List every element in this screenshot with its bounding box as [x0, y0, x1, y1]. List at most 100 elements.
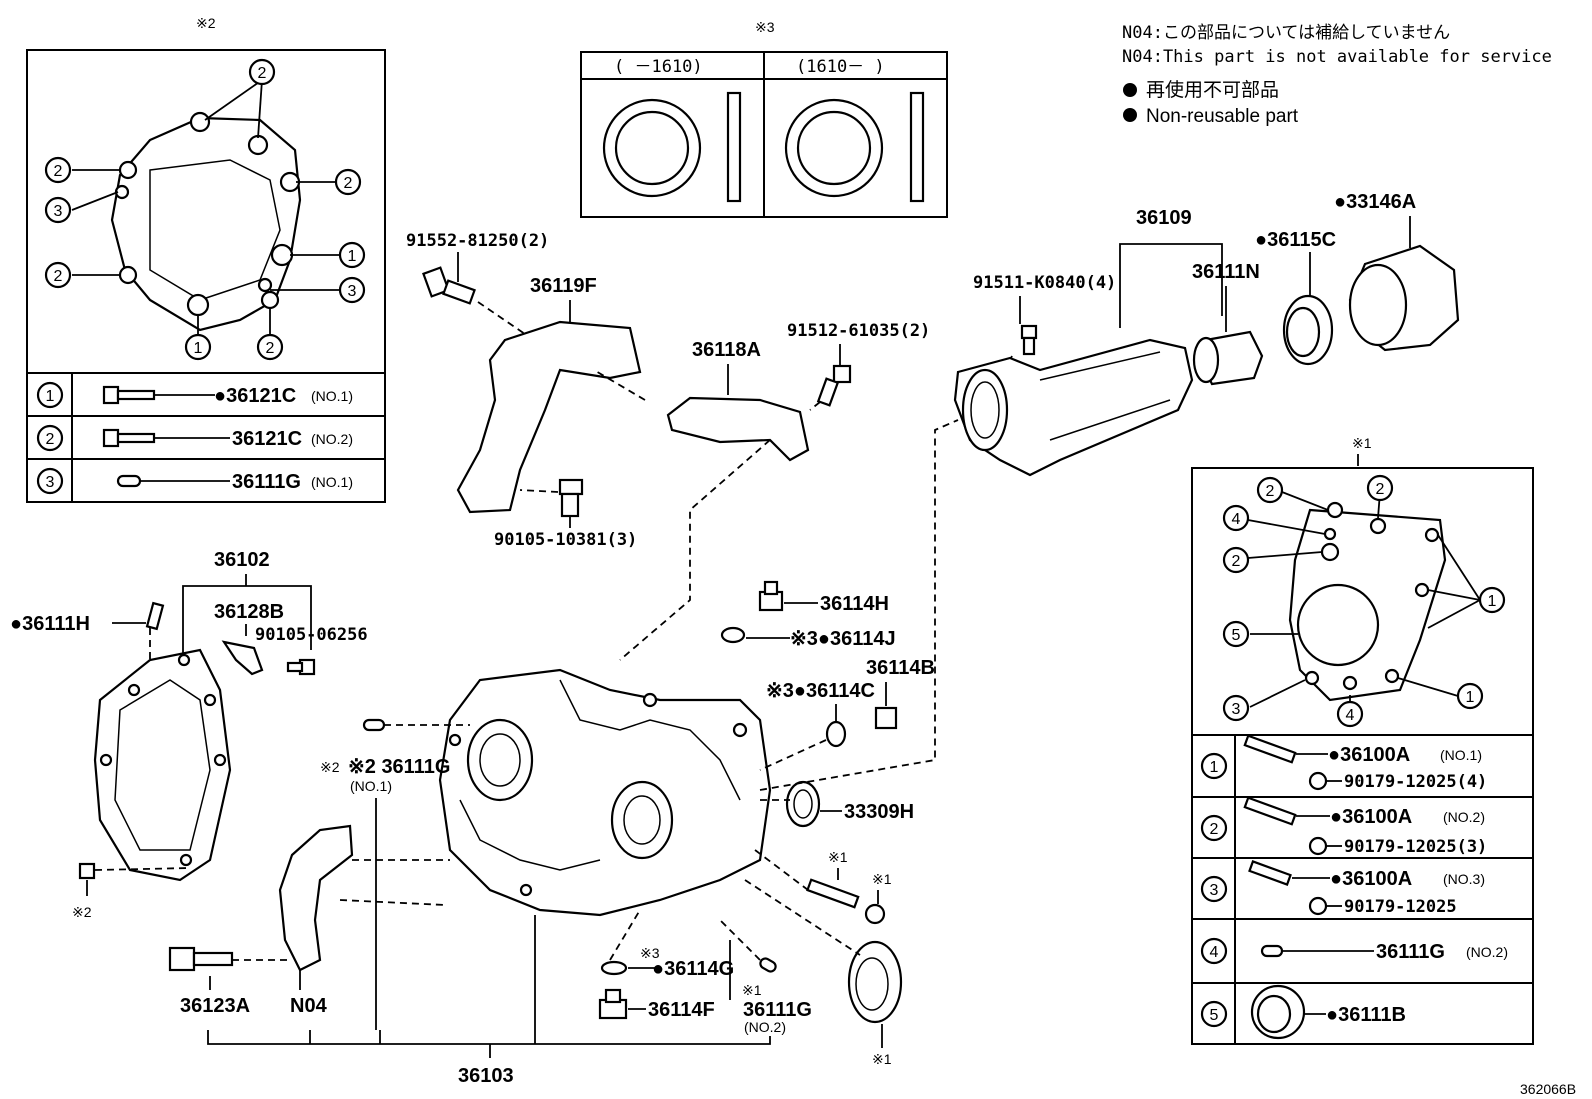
svg-text:4: 4 — [1210, 944, 1219, 961]
seal-36111B — [847, 940, 903, 1024]
svg-text:1: 1 — [194, 340, 203, 357]
svg-text:5: 5 — [1232, 627, 1241, 644]
bullet-icon — [1123, 83, 1137, 97]
part-number: ●36121C — [214, 385, 296, 407]
part-number: ●36100A — [1328, 744, 1410, 766]
table-row: 1 ●36121C (NO.1) — [36, 381, 353, 409]
bolt-91512 — [816, 364, 852, 407]
part-number: 36111G — [232, 471, 301, 493]
table-row: 1 ●36100A (NO.1) 90179-12025(4) — [1200, 734, 1487, 792]
clip-36128B — [221, 640, 264, 676]
callout-circles-ref2: 2 2 2 3 1 2 3 1 2 — [44, 58, 366, 361]
svg-text:1: 1 — [1488, 593, 1497, 610]
label-90105b: 90105-06256 — [255, 625, 368, 645]
svg-text:(NO.3): (NO.3) — [1443, 871, 1485, 887]
part-number: ●36100A — [1330, 868, 1412, 890]
bullet-icon — [1123, 108, 1137, 122]
label-36111G-no2: 36111G — [743, 999, 812, 1021]
label-36111N: 36111N — [1192, 261, 1260, 283]
svg-text:2: 2 — [54, 268, 63, 285]
note-nonreusable-en: Non-reusable part — [1146, 106, 1299, 127]
label-36111G-no1-sub: (NO.1) — [350, 778, 392, 794]
svg-text:(NO.1): (NO.1) — [311, 474, 353, 490]
label-33146A: ●33146A — [1334, 191, 1416, 213]
label-36114B: 36114B — [866, 657, 935, 679]
bolt-90105a — [558, 478, 584, 518]
box-ref2-title: ※2 — [196, 15, 216, 31]
legend-notes: N04:この部品については補給していません N04:This part is n… — [1122, 23, 1552, 127]
label-36102: 36102 — [214, 549, 270, 571]
table-row: 2 36121C (NO.2) — [36, 424, 353, 452]
label-36111G-no2-sub: (NO.2) — [744, 1019, 786, 1035]
col-right-header: (1610－ ) — [796, 57, 885, 77]
detail-box-ref3: ※3 ( －1610) (1610－ ) — [580, 19, 948, 218]
svg-text:3: 3 — [348, 283, 357, 300]
part-number: ●36111B — [1326, 1004, 1406, 1026]
label-36111H: ●36111H — [10, 613, 90, 635]
label-36103: 36103 — [458, 1065, 514, 1087]
gasket-36114C — [825, 720, 847, 748]
note-nonreusable-jp: 再使用不可部品 — [1146, 79, 1279, 101]
bracket-N04 — [278, 824, 354, 972]
callout-circles-ref1: 2 2 4 2 1 5 3 4 1 — [1222, 474, 1506, 728]
svg-text:2: 2 — [344, 175, 353, 192]
svg-text:2: 2 — [1266, 483, 1275, 500]
svg-text:5: 5 — [1210, 1007, 1219, 1024]
label-36114F: 36114F — [648, 999, 715, 1021]
svg-text:1: 1 — [348, 248, 357, 265]
ref3-marker: ※3 — [640, 945, 660, 961]
svg-text:90179-12025(3): 90179-12025(3) — [1344, 837, 1487, 857]
bolt-36123A — [168, 946, 196, 972]
label-91512: 91512-61035(2) — [787, 321, 930, 341]
svg-text:4: 4 — [1232, 511, 1241, 528]
svg-text:90179-12025(4): 90179-12025(4) — [1344, 772, 1487, 792]
label-N04: N04 — [290, 995, 328, 1017]
box-ref1-title: ※1 — [1352, 435, 1372, 451]
svg-text:(NO.1): (NO.1) — [1440, 747, 1482, 763]
table-row: 4 36111G (NO.2) — [1200, 937, 1508, 965]
svg-text:3: 3 — [1210, 882, 1219, 899]
svg-text:90179-12025: 90179-12025 — [1344, 897, 1457, 917]
gasket-36114J — [720, 626, 746, 644]
svg-text:2: 2 — [1376, 481, 1385, 498]
ref1-marker: ※1 — [828, 849, 848, 865]
box-ref3-title: ※3 — [755, 19, 775, 35]
label-36114H: 36114H — [820, 593, 889, 615]
svg-text:2: 2 — [258, 65, 267, 82]
stud-36100A — [806, 878, 860, 909]
label-36109: 36109 — [1136, 207, 1192, 229]
ref1-marker: ※1 — [872, 1051, 892, 1067]
svg-text:(NO.1): (NO.1) — [311, 388, 353, 404]
part-number: 36121C — [232, 428, 302, 450]
svg-text:(NO.2): (NO.2) — [1443, 809, 1485, 825]
note-jp: N04:この部品については補給していません — [1122, 23, 1450, 43]
svg-text:3: 3 — [54, 203, 63, 220]
svg-text:(NO.2): (NO.2) — [311, 431, 353, 447]
gasket-36114G — [600, 960, 628, 976]
label-36128B: 36128B — [214, 601, 284, 623]
label-36114J: ※3●36114J — [790, 628, 896, 650]
part-number: ●36100A — [1330, 806, 1412, 828]
svg-text:1: 1 — [1466, 689, 1475, 706]
svg-text:1: 1 — [46, 388, 55, 405]
svg-text:2: 2 — [1232, 553, 1241, 570]
figure-id: 362066B — [1520, 1081, 1576, 1097]
svg-text:2: 2 — [1210, 821, 1219, 838]
label-36111G-no1: ※2 36111G — [348, 756, 450, 778]
ref2-marker: ※2 — [72, 904, 92, 920]
table-row: 2 ●36100A (NO.2) 90179-12025(3) — [1200, 796, 1487, 857]
table-row: 3 36111G (NO.1) — [36, 467, 353, 495]
label-36119F: 36119F — [530, 275, 597, 297]
plug-36114B — [874, 706, 898, 730]
svg-text:2: 2 — [54, 163, 63, 180]
svg-text:2: 2 — [46, 431, 55, 448]
ref1-marker: ※1 — [742, 982, 762, 998]
svg-text:3: 3 — [46, 474, 55, 491]
ref2-marker-36111G: ※2 — [320, 759, 340, 775]
gasket-33309H — [785, 780, 821, 828]
bracket-36119F — [456, 320, 642, 514]
svg-text:4: 4 — [1346, 707, 1355, 724]
box-ref2-frame — [26, 49, 386, 503]
label-91511: 91511-K0840(4) — [973, 273, 1116, 293]
label-36114C: ※3●36114C — [766, 680, 875, 702]
